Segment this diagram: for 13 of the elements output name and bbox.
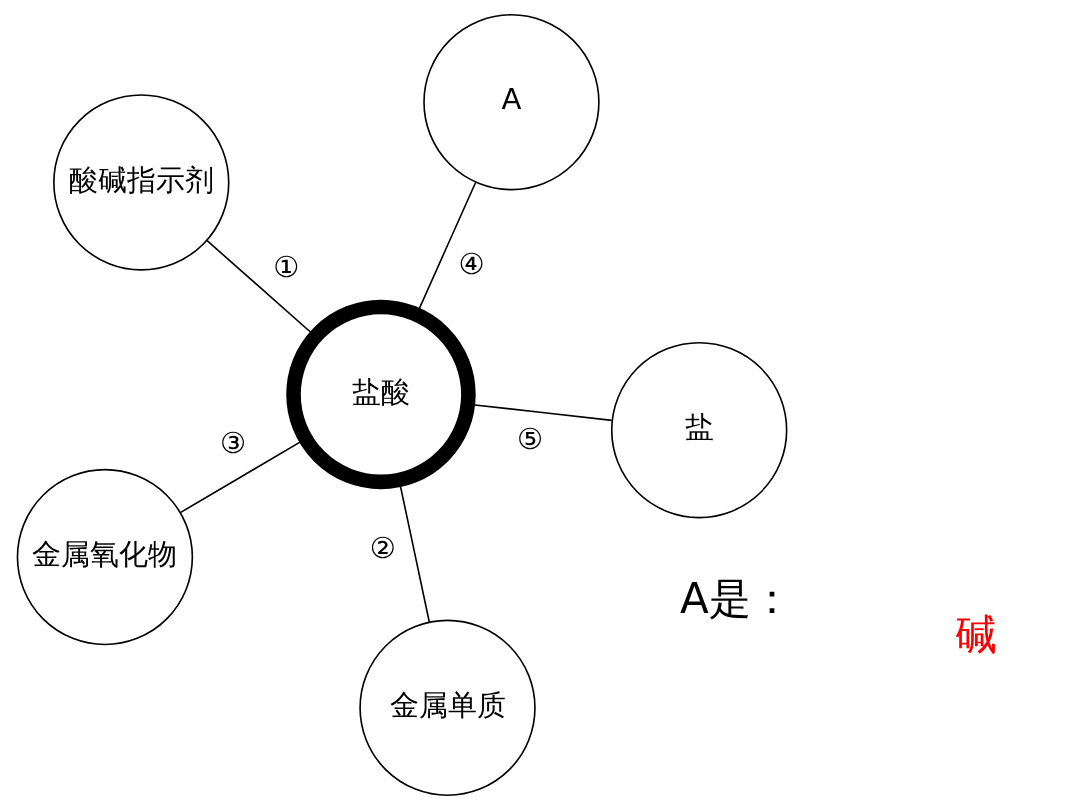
label: A是： <box>679 574 793 624</box>
node-circle: A <box>422 13 600 191</box>
edge-label: ③ <box>219 425 246 460</box>
edge-label: ① <box>272 249 299 284</box>
node-circle: 盐 <box>610 341 787 519</box>
node-circle: 金属氧化物 <box>16 468 193 646</box>
edge-label: ⑤ <box>516 422 543 457</box>
node-circle: 酸碱指示剂 <box>52 94 230 271</box>
node-circle: 金属单质 <box>358 619 536 797</box>
edge-label: ② <box>369 531 396 566</box>
edge-label: ④ <box>458 246 485 281</box>
label: 碱 <box>954 610 997 660</box>
node-circle: 盐酸 <box>285 299 476 490</box>
